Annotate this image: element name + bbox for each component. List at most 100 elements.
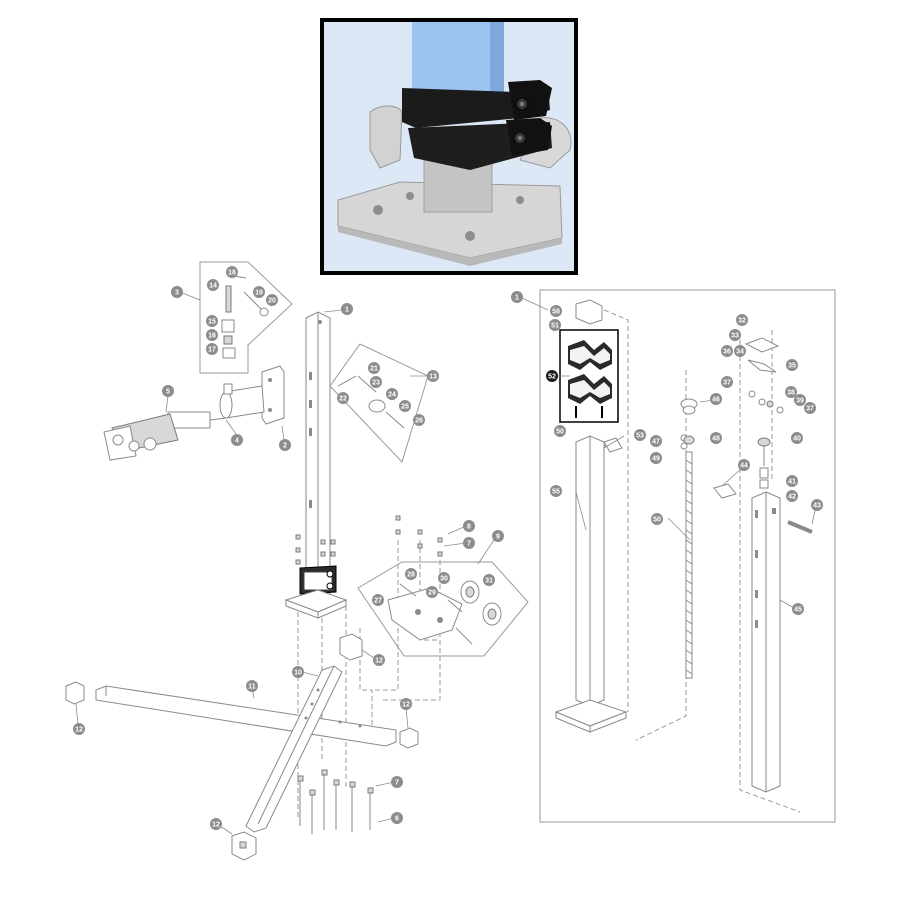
callout-c-19: 19: [253, 286, 265, 298]
svg-text:11: 11: [248, 684, 256, 691]
bolt-column-upper: [295, 515, 443, 565]
svg-text:37: 37: [723, 380, 731, 387]
callout-c-14: 14: [207, 279, 219, 291]
callout-c-34: 34: [734, 345, 746, 357]
svg-text:31: 31: [485, 578, 493, 585]
svg-text:3: 3: [175, 290, 179, 297]
svg-text:48: 48: [712, 436, 720, 443]
callout-c-45: 45: [792, 603, 804, 615]
svg-text:2: 2: [283, 443, 287, 450]
svg-text:58: 58: [552, 309, 560, 316]
svg-text:19: 19: [255, 290, 263, 297]
callout-c-13: 13: [427, 370, 439, 382]
svg-text:12: 12: [212, 822, 220, 829]
callout-c-27: 27: [372, 594, 384, 606]
callout-c-16: 16: [206, 329, 218, 341]
plate-part-33: [744, 337, 780, 353]
base-tubes: [95, 665, 397, 833]
knob-part-24: [368, 399, 386, 413]
svg-text:50: 50: [556, 429, 564, 436]
callout-c-18: 18: [226, 266, 238, 278]
bolt-photo: [465, 231, 475, 241]
callout-c-30: 30: [438, 572, 450, 584]
svg-text:14: 14: [209, 283, 217, 290]
callout-c-4: 4: [231, 434, 243, 446]
callout-c-39: 39: [794, 394, 806, 406]
callout-c-37b: 37: [804, 402, 816, 414]
callout-c-33: 33: [729, 329, 741, 341]
svg-text:22: 22: [339, 396, 347, 403]
callout-c-46: 46: [710, 393, 722, 405]
callout-c-24: 24: [386, 388, 398, 400]
svg-text:39: 39: [796, 398, 804, 405]
svg-text:29: 29: [428, 590, 436, 597]
callout-c-6: 6: [391, 812, 403, 824]
svg-text:38: 38: [787, 390, 795, 397]
left-assembly: [65, 261, 529, 861]
callouts: 1 1 2 3 4 5 6 7 7 8 9 10 11 12 12 12 12 …: [73, 266, 823, 835]
callout-c-26: 26: [413, 414, 425, 426]
bracket-plate-2: [261, 365, 285, 425]
callout-c-53: 53: [634, 429, 646, 441]
inset-photo: [320, 18, 578, 275]
end-cap-12: [339, 633, 363, 661]
callout-c-12d: 12: [210, 818, 222, 830]
callout-c-28: 28: [405, 568, 417, 580]
callout-c-2: 2: [279, 439, 291, 451]
svg-text:17: 17: [208, 347, 216, 354]
mount-plate-27: [387, 587, 463, 641]
callout-c-7b: 7: [391, 776, 403, 788]
callout-c-50a: 50: [554, 425, 566, 437]
callout-c-41: 41: [786, 475, 798, 487]
lead-screw-50: [685, 451, 693, 679]
callout-c-40: 40: [791, 432, 803, 444]
svg-text:46: 46: [712, 397, 720, 404]
callout-c-52: 52: [546, 370, 558, 382]
svg-text:44: 44: [740, 463, 748, 470]
callout-c-12c: 12: [373, 654, 385, 666]
callout-c-49: 49: [650, 452, 662, 464]
svg-text:9: 9: [496, 534, 500, 541]
group-outline-9: [357, 561, 529, 657]
post-clamp: [299, 565, 337, 595]
knob-part-20: [259, 307, 269, 317]
callout-c-12b: 12: [400, 698, 412, 710]
svg-text:20: 20: [268, 298, 276, 305]
bolt-photo: [516, 196, 524, 204]
svg-text:10: 10: [294, 670, 302, 677]
callout-c-37a: 37: [721, 376, 733, 388]
svg-text:6: 6: [395, 816, 399, 823]
callout-c-15: 15: [206, 315, 218, 327]
svg-text:32: 32: [738, 318, 746, 325]
svg-text:52: 52: [548, 374, 556, 381]
svg-text:16: 16: [208, 333, 216, 340]
callout-c-9: 9: [492, 530, 504, 542]
callout-c-22: 22: [337, 392, 349, 404]
svg-text:50: 50: [653, 517, 661, 524]
svg-text:45: 45: [794, 607, 802, 614]
plate-part-44: [713, 483, 737, 499]
callout-c-38: 38: [785, 386, 797, 398]
nut-part-40: [757, 437, 771, 447]
bolt-column-lower: [297, 769, 374, 834]
callout-c-23: 23: [370, 376, 382, 388]
svg-text:24: 24: [388, 392, 396, 399]
callout-c-44: 44: [738, 459, 750, 471]
callout-c-29: 29: [426, 586, 438, 598]
svg-text:21: 21: [370, 366, 378, 373]
svg-text:12: 12: [75, 727, 83, 734]
callout-c-1b: 1: [511, 291, 523, 303]
callout-c-48: 48: [710, 432, 722, 444]
callout-c-3: 3: [171, 286, 183, 298]
callout-c-5: 5: [162, 385, 174, 397]
svg-text:35: 35: [788, 363, 796, 370]
bolt-part-43: [787, 520, 813, 534]
callout-c-17: 17: [206, 343, 218, 355]
callout-c-11: 11: [246, 680, 258, 692]
lever-part-35: [747, 359, 777, 373]
inset-frame: [320, 18, 578, 275]
svg-text:53: 53: [636, 433, 644, 440]
svg-text:43: 43: [813, 503, 821, 510]
tube-part-11: [95, 685, 397, 747]
